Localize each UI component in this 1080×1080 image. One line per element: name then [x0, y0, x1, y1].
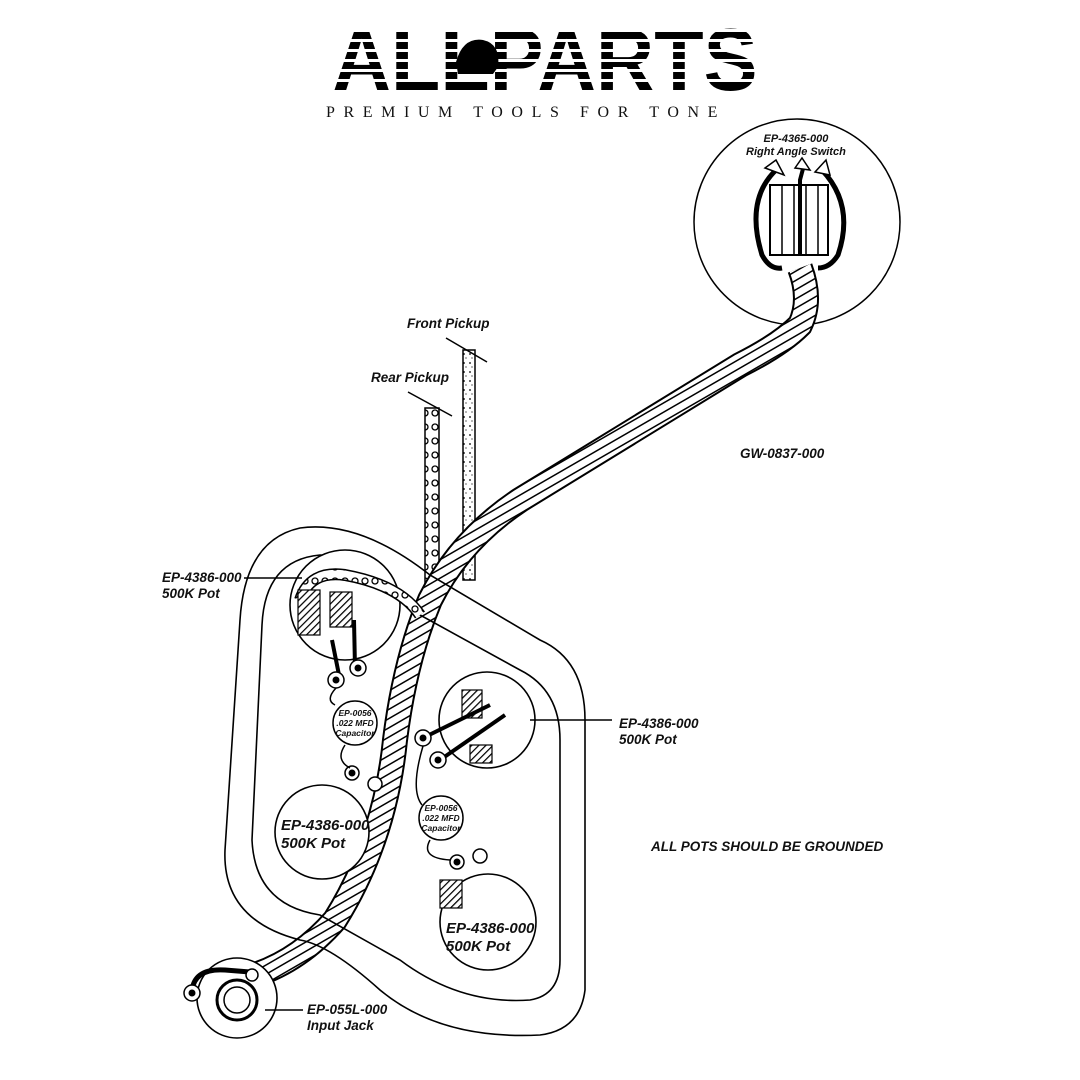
pot-top-left-part: EP-4386-000 — [162, 570, 242, 585]
logo-tagline: PREMIUM TOOLS FOR TONE — [326, 104, 727, 121]
front-pickup-label: Front Pickup — [407, 316, 490, 331]
pot-right-label: EP-4386-000 500K Pot — [619, 716, 699, 748]
switch-label: EP-4365-000 Right Angle Switch — [746, 133, 846, 159]
pot-right-name: 500K Pot — [619, 732, 677, 747]
input-jack-name: Input Jack — [307, 1018, 374, 1033]
capacitor-left-value: .022 MFD — [336, 718, 374, 728]
capacitor-left-label: EP-0056 .022 MFD Capacitor — [333, 708, 377, 738]
capacitor-left-name: Capacitor — [335, 728, 375, 738]
capacitor-left-part: EP-0056 — [338, 708, 372, 718]
input-jack-part: EP-055L-000 — [307, 1002, 388, 1017]
capacitor-right-part: EP-0056 — [424, 803, 458, 813]
capacitor-right-label: EP-0056 .022 MFD Capacitor — [419, 803, 463, 833]
capacitor-right-name: Capacitor — [421, 823, 461, 833]
allparts-logo: ALLPARTS — [333, 22, 758, 92]
pot-bottom-right-name: 500K Pot — [446, 938, 511, 955]
pot-bottom-left-label: EP-4386-000 500K Pot — [281, 817, 369, 853]
wire-part-label: GW-0837-000 — [740, 446, 825, 461]
pot-top-left-name: 500K Pot — [162, 586, 220, 601]
pot-bottom-left-name: 500K Pot — [281, 835, 346, 852]
capacitor-right-value: .022 MFD — [422, 813, 460, 823]
switch-assembly — [693, 118, 901, 326]
pot-right — [414, 671, 612, 769]
switch-part-number: EP-4365-000 — [763, 133, 829, 145]
input-jack — [183, 957, 303, 1039]
switch-name: Right Angle Switch — [746, 146, 846, 158]
capacitor-right — [415, 745, 464, 861]
pot-bottom-right-label: EP-4386-000 500K Pot — [446, 920, 534, 956]
pot-top-left — [289, 549, 425, 689]
guitar-pick-icon — [456, 39, 499, 74]
pot-bottom-right — [439, 848, 537, 971]
pot-bottom-left — [274, 765, 383, 880]
pot-top-left-label: EP-4386-000 500K Pot — [162, 570, 242, 602]
pot-right-part: EP-4386-000 — [619, 716, 699, 731]
rear-pickup-label: Rear Pickup — [371, 370, 450, 385]
pot-bottom-right-part: EP-4386-000 — [446, 920, 535, 937]
pot-bottom-left-part: EP-4386-000 — [281, 817, 370, 834]
capacitor-left — [329, 687, 378, 769]
input-jack-label: EP-055L-000 Input Jack — [307, 1002, 387, 1034]
grounding-note: ALL POTS SHOULD BE GROUNDED — [651, 839, 884, 854]
